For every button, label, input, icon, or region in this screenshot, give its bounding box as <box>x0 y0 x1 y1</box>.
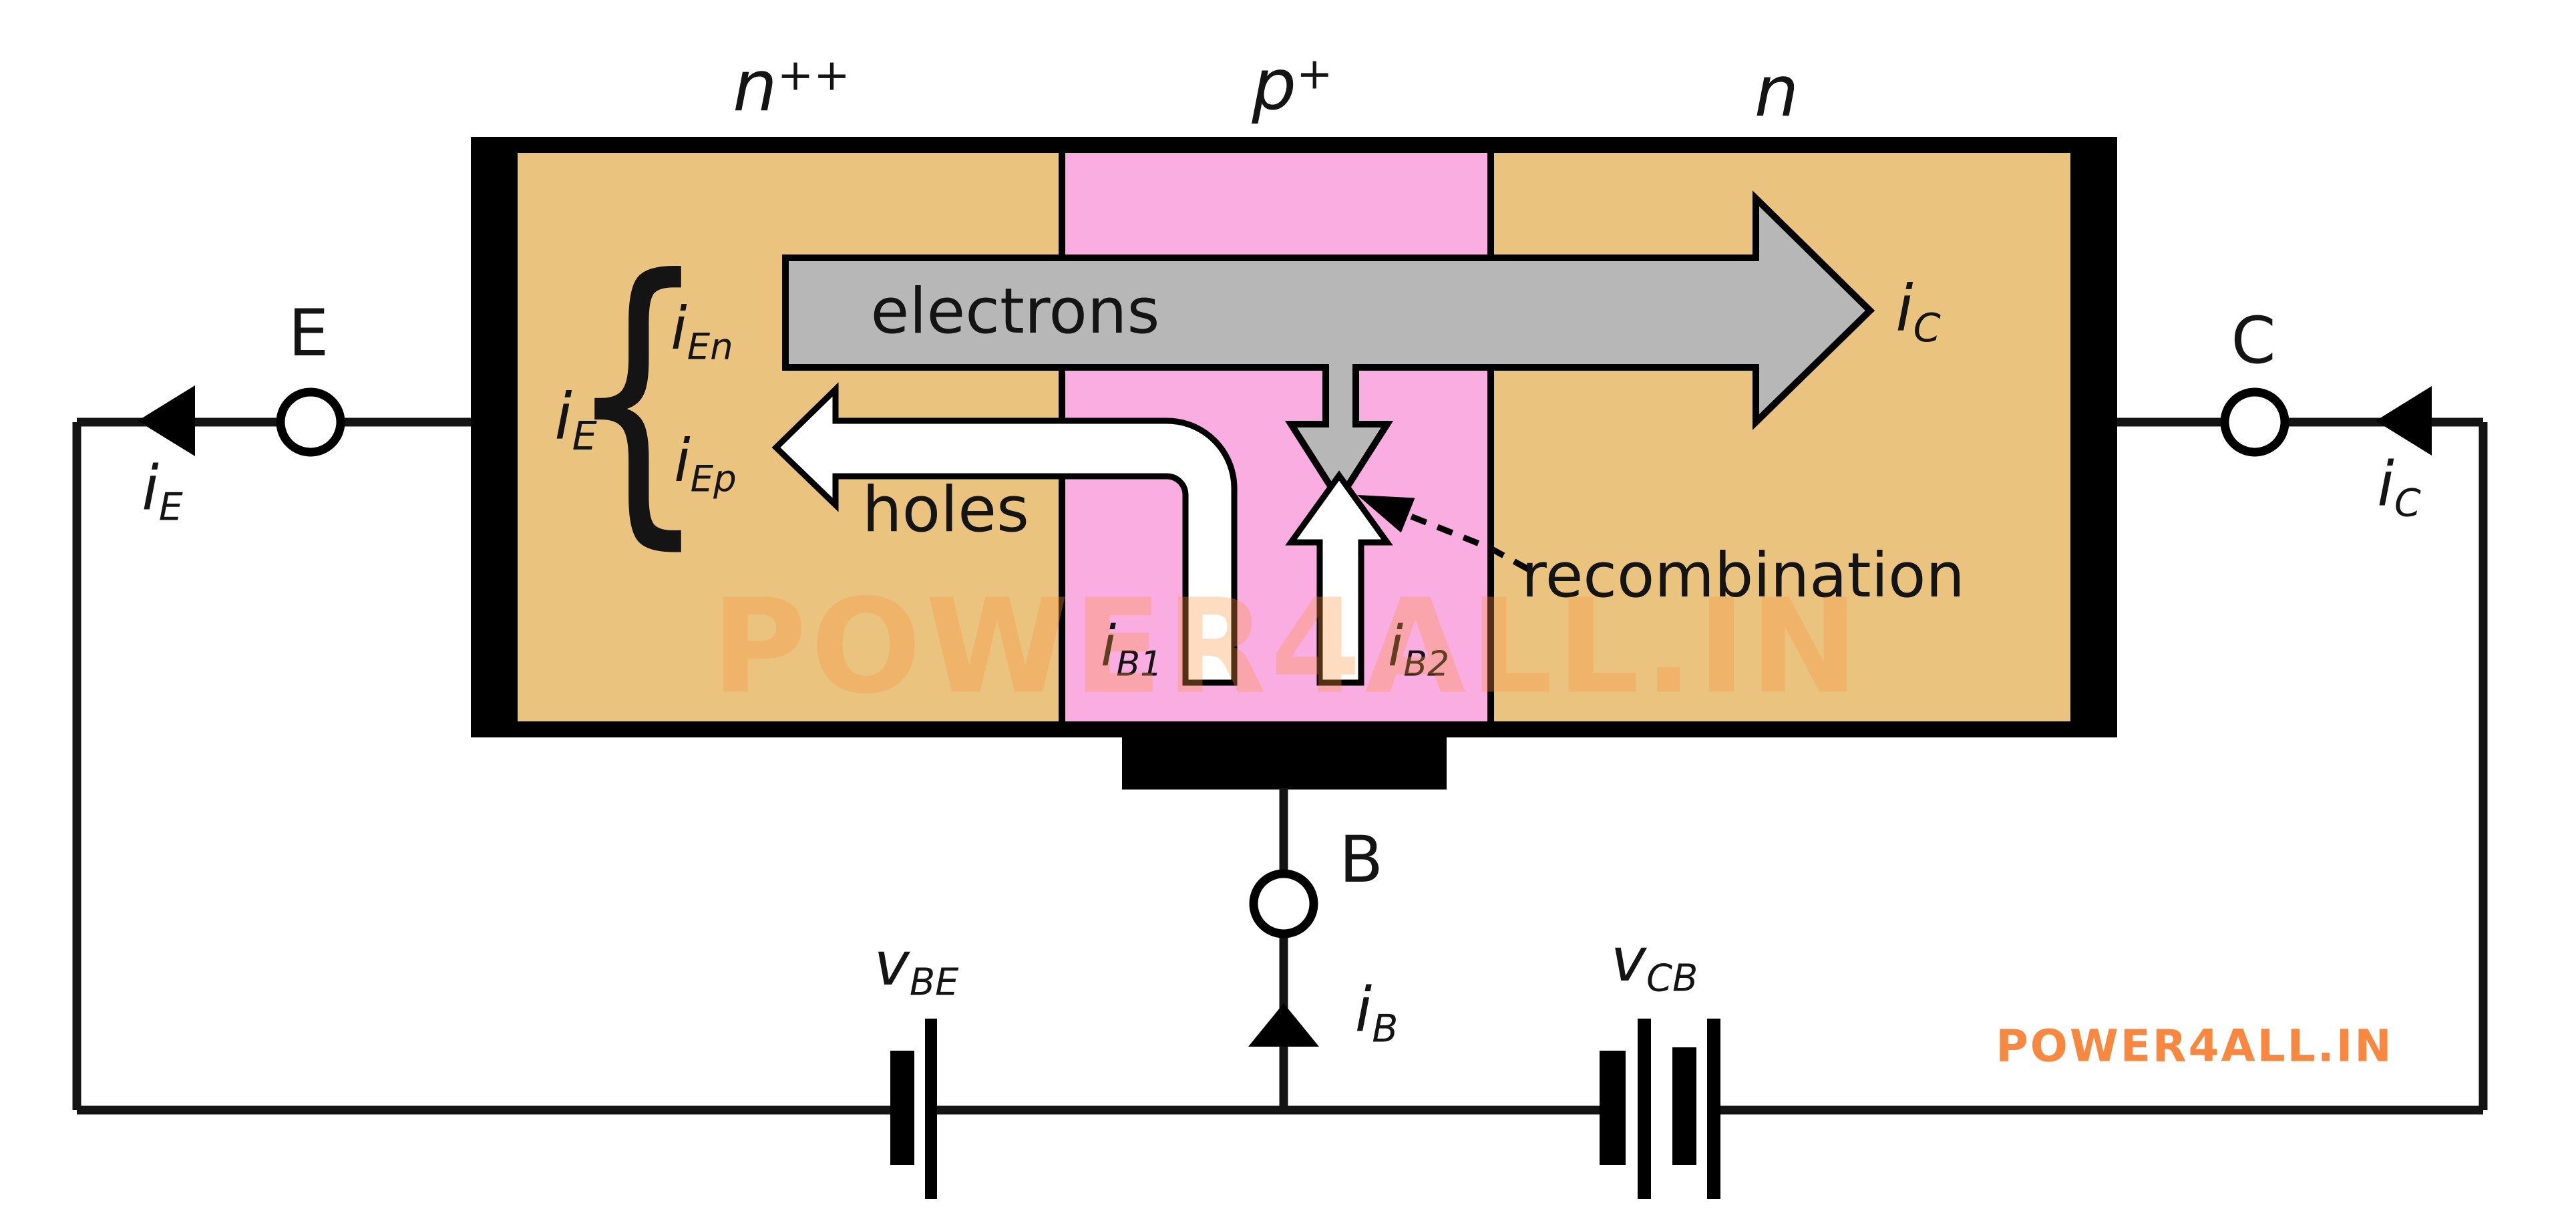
ic-wire-label: iC <box>2377 448 2421 526</box>
base-contact-bar <box>1122 725 1447 790</box>
collector-region-label: n <box>1754 51 1799 133</box>
ie-wire-label: iE <box>142 452 183 530</box>
recombination-pointer <box>1357 495 1530 572</box>
vcb-negative-plate-2 <box>1672 1047 1696 1165</box>
electrons-label: electrons <box>870 275 1160 348</box>
vcb-positive-plate-1 <box>1638 1019 1651 1199</box>
ie-inner-label: iE <box>554 380 597 459</box>
transistor-body <box>471 137 2117 790</box>
vcb-battery <box>1600 1019 1720 1199</box>
vbe-negative-plate <box>890 1051 914 1165</box>
iep-label: iEp <box>674 426 737 500</box>
ic-inner-label: iC <box>1895 272 1941 351</box>
ib-current-arrowhead <box>1248 1003 1319 1047</box>
ie-brace: { <box>566 214 709 575</box>
ien-label: iEn <box>671 294 733 368</box>
ib2-up-arrow <box>1285 470 1393 686</box>
vcb-label: vCB <box>1610 924 1698 1001</box>
watermark-bottom-right: POWER4ALL.IN <box>1996 1020 2394 1072</box>
vbe-label: vBE <box>874 928 959 1005</box>
vcb-negative-plate-1 <box>1600 1051 1626 1165</box>
vbe-positive-plate <box>925 1019 937 1199</box>
base-region-label: p+ <box>1252 44 1333 126</box>
emitter-terminal-label: E <box>288 296 329 371</box>
recombination-dashed-line <box>1405 511 1530 572</box>
ib2-label: iB2 <box>1387 613 1450 685</box>
holes-label: holes <box>862 474 1030 546</box>
recombination-arrowhead <box>1357 495 1415 533</box>
electron-flow-arrow <box>782 190 1875 506</box>
ib1-label: iB1 <box>1100 613 1163 685</box>
emitter-terminal-circle <box>276 387 345 457</box>
ic-current-arrowhead <box>2376 386 2432 456</box>
vcb-positive-plate-2 <box>1707 1019 1720 1199</box>
ib-wire-label: iB <box>1354 974 1399 1051</box>
base-terminal-label: B <box>1339 822 1383 897</box>
recombination-label: recombination <box>1521 540 1965 611</box>
base-terminal-circle <box>1249 869 1318 938</box>
collector-terminal-label: C <box>2231 303 2276 378</box>
hole-flow-arrow <box>771 382 1238 686</box>
ie-current-arrowhead <box>138 385 195 456</box>
watermark-faint: POWER4ALL.IN <box>711 570 1863 723</box>
vbe-battery <box>890 1019 937 1199</box>
emitter-region-label: n++ <box>733 45 850 128</box>
collector-terminal-circle <box>2220 387 2289 457</box>
